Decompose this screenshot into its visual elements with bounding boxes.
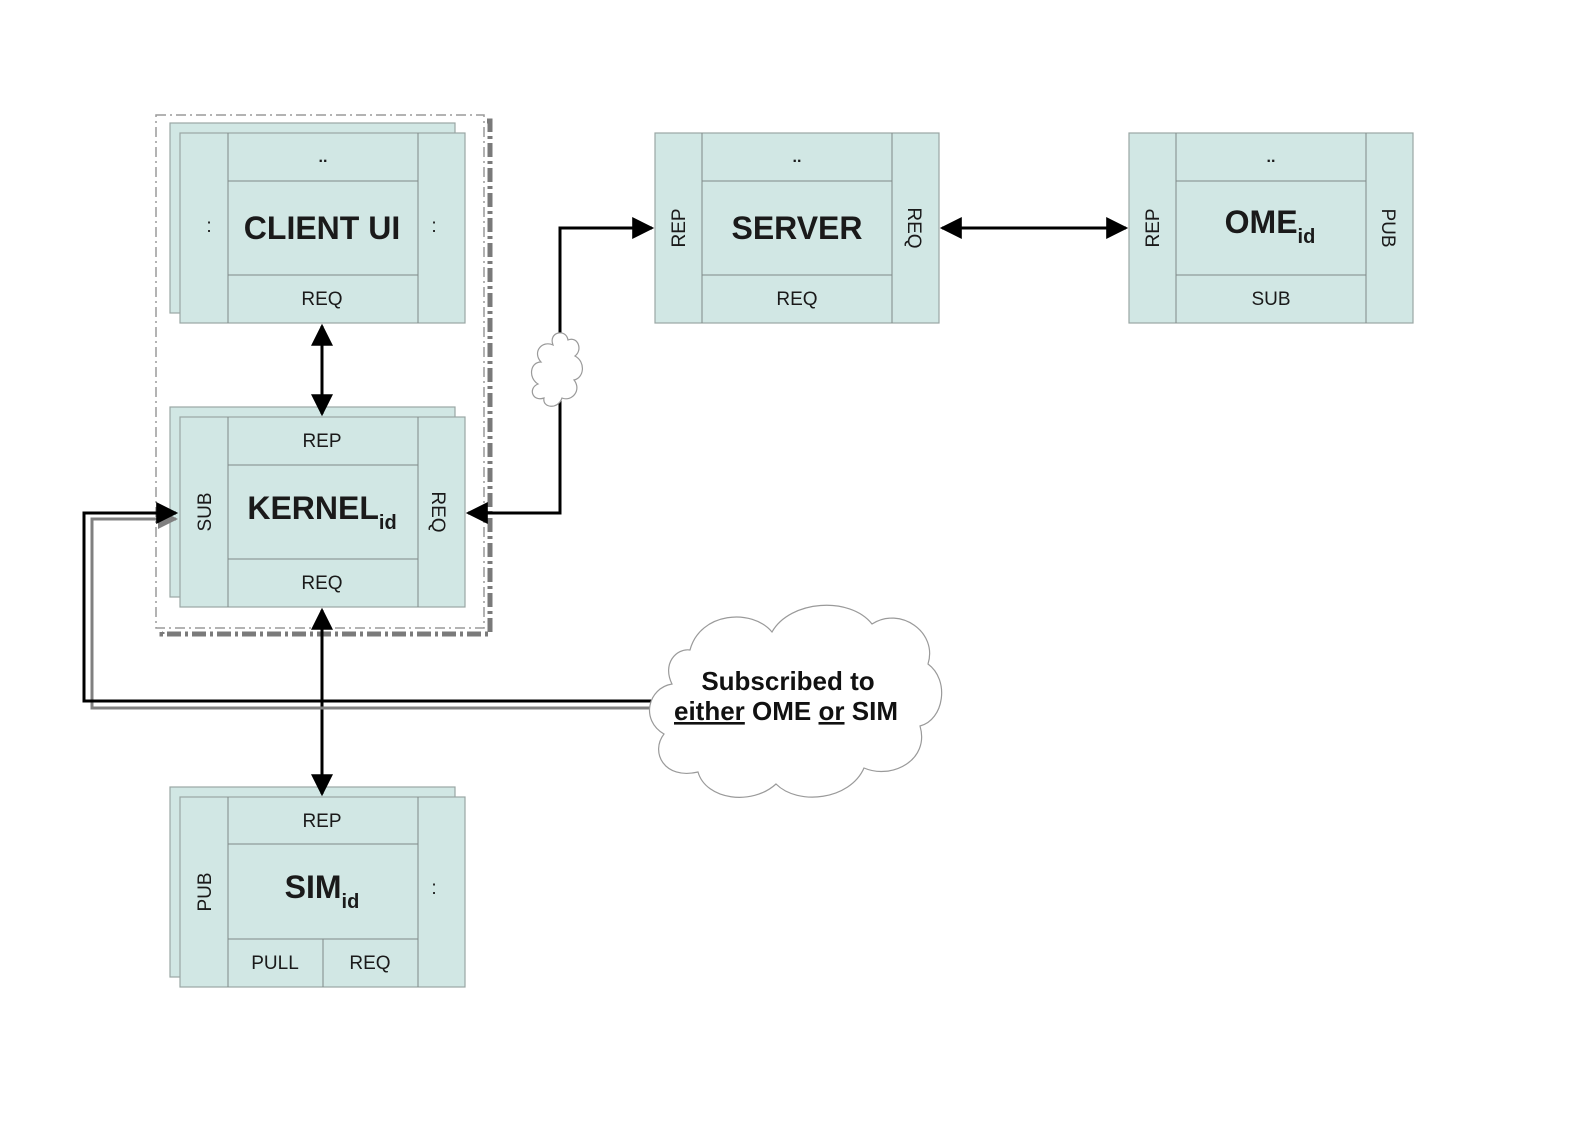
client-ui-title: CLIENT UI (244, 210, 400, 246)
kernel-title: KERNELid (247, 490, 396, 534)
subscription-connector-sim (90, 509, 662, 710)
sim-rep-port: REP (302, 811, 341, 832)
server-top-port: .. (793, 149, 802, 166)
ome-rep-port: REP (1143, 208, 1164, 247)
ome-pub-port: PUB (1377, 208, 1398, 247)
client-ui-top-port: .. (319, 149, 328, 166)
ome-top-port: .. (1267, 149, 1276, 166)
server-req-side-port: REQ (903, 207, 924, 248)
subscription-connector-ome (82, 502, 662, 703)
client-ui-req-port: REQ (301, 289, 342, 310)
client-ui-block: .. : : CLIENT UI REQ (169, 122, 466, 324)
ome-block: .. REP PUB OMEid SUB (1128, 132, 1414, 324)
ome-title: OMEid (1225, 204, 1316, 248)
sim-pull-port: PULL (251, 953, 299, 974)
subscription-note-line2: either OME or SIM (674, 696, 898, 726)
kernel-req-side-port: REQ (427, 491, 448, 532)
kernel-rep-port: REP (302, 431, 341, 452)
kernel-sub-port: SUB (195, 492, 216, 531)
client-ui-right-port: : (431, 216, 436, 237)
server-block: .. REP REQ SERVER REQ (654, 132, 940, 324)
network-cloud-icon (531, 332, 583, 407)
subscription-note-line1: Subscribed to (701, 666, 874, 696)
sim-right-port: : (431, 878, 436, 899)
sim-block: REP PUB : SIMid PULL REQ (169, 786, 466, 988)
server-rep-port: REP (669, 208, 690, 247)
kernel-req-bottom-port: REQ (301, 573, 342, 594)
subscription-note-cloud (648, 604, 943, 798)
server-req-bottom-port: REQ (776, 289, 817, 310)
sim-req-port: REQ (349, 953, 390, 974)
server-title: SERVER (731, 210, 862, 246)
client-ui-left-port: : (206, 216, 211, 237)
ome-sub-port: SUB (1251, 289, 1290, 310)
sim-title: SIMid (285, 869, 360, 913)
sim-pub-port: PUB (195, 872, 216, 911)
kernel-block: REP SUB REQ KERNELid REQ (169, 406, 466, 608)
